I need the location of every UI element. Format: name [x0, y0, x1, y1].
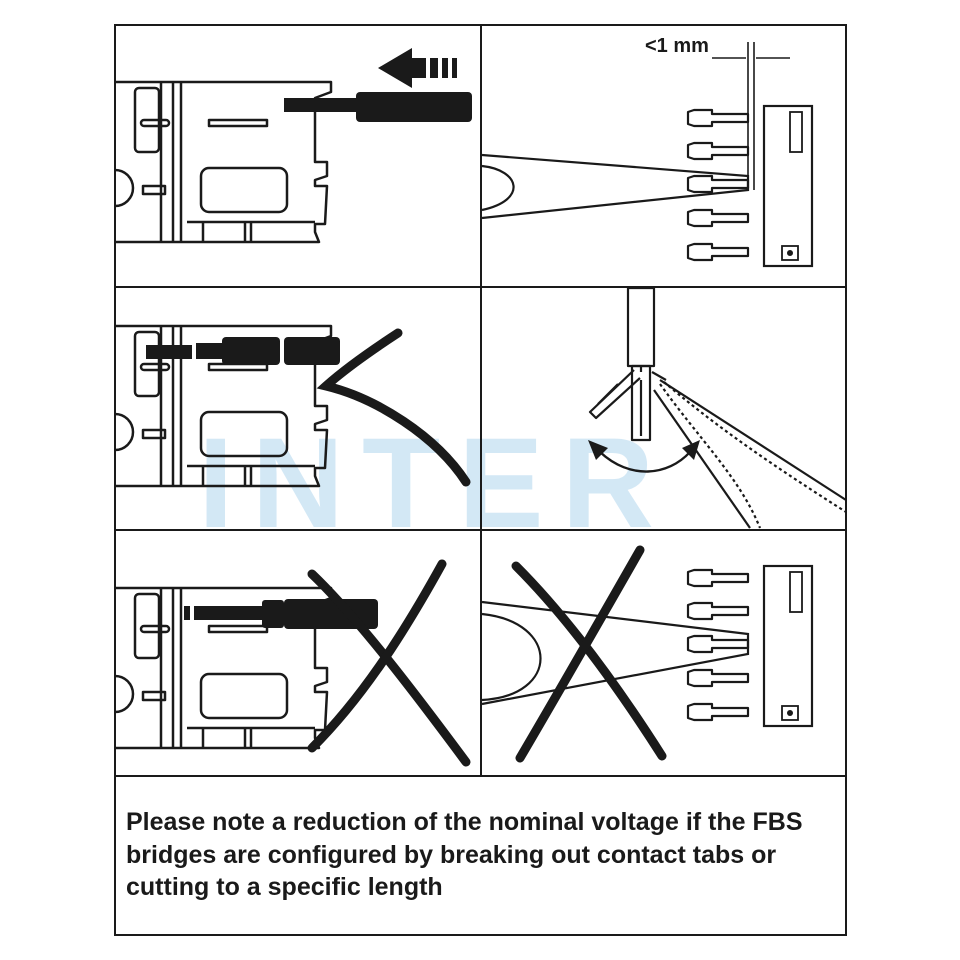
panel-grid [114, 24, 847, 936]
panel-cut-bridge-length: <1 mm [481, 35, 814, 268]
dimension-marker [712, 42, 790, 190]
insert-direction-arrow-icon [378, 48, 457, 88]
panel-bridge-pulled-bent [113, 324, 471, 488]
bridge-part [284, 98, 358, 112]
bridge-grip [356, 92, 472, 122]
cross-mark-icon [511, 545, 667, 763]
wrong-angle-mark-icon [316, 328, 471, 487]
dimension-label: <1 mm [645, 35, 709, 57]
fbs-bridge [686, 104, 814, 268]
fbs-bridge [686, 564, 814, 728]
watermark: INTER [198, 412, 672, 555]
panel-insert-bridge [113, 48, 472, 244]
pliers-icon [651, 371, 847, 529]
panel-bridge-cut-wrong [113, 559, 471, 767]
rotation-arrow-icon [588, 440, 700, 473]
panel-tool-wrong-position [481, 545, 814, 763]
cross-mark-icon [307, 559, 471, 767]
panel-break-out-tab [588, 286, 847, 529]
voltage-note-caption: Please note a reduction of the nominal v… [126, 808, 803, 901]
watermark-text: INTER [198, 412, 672, 555]
screwdriver-icon [481, 153, 750, 220]
